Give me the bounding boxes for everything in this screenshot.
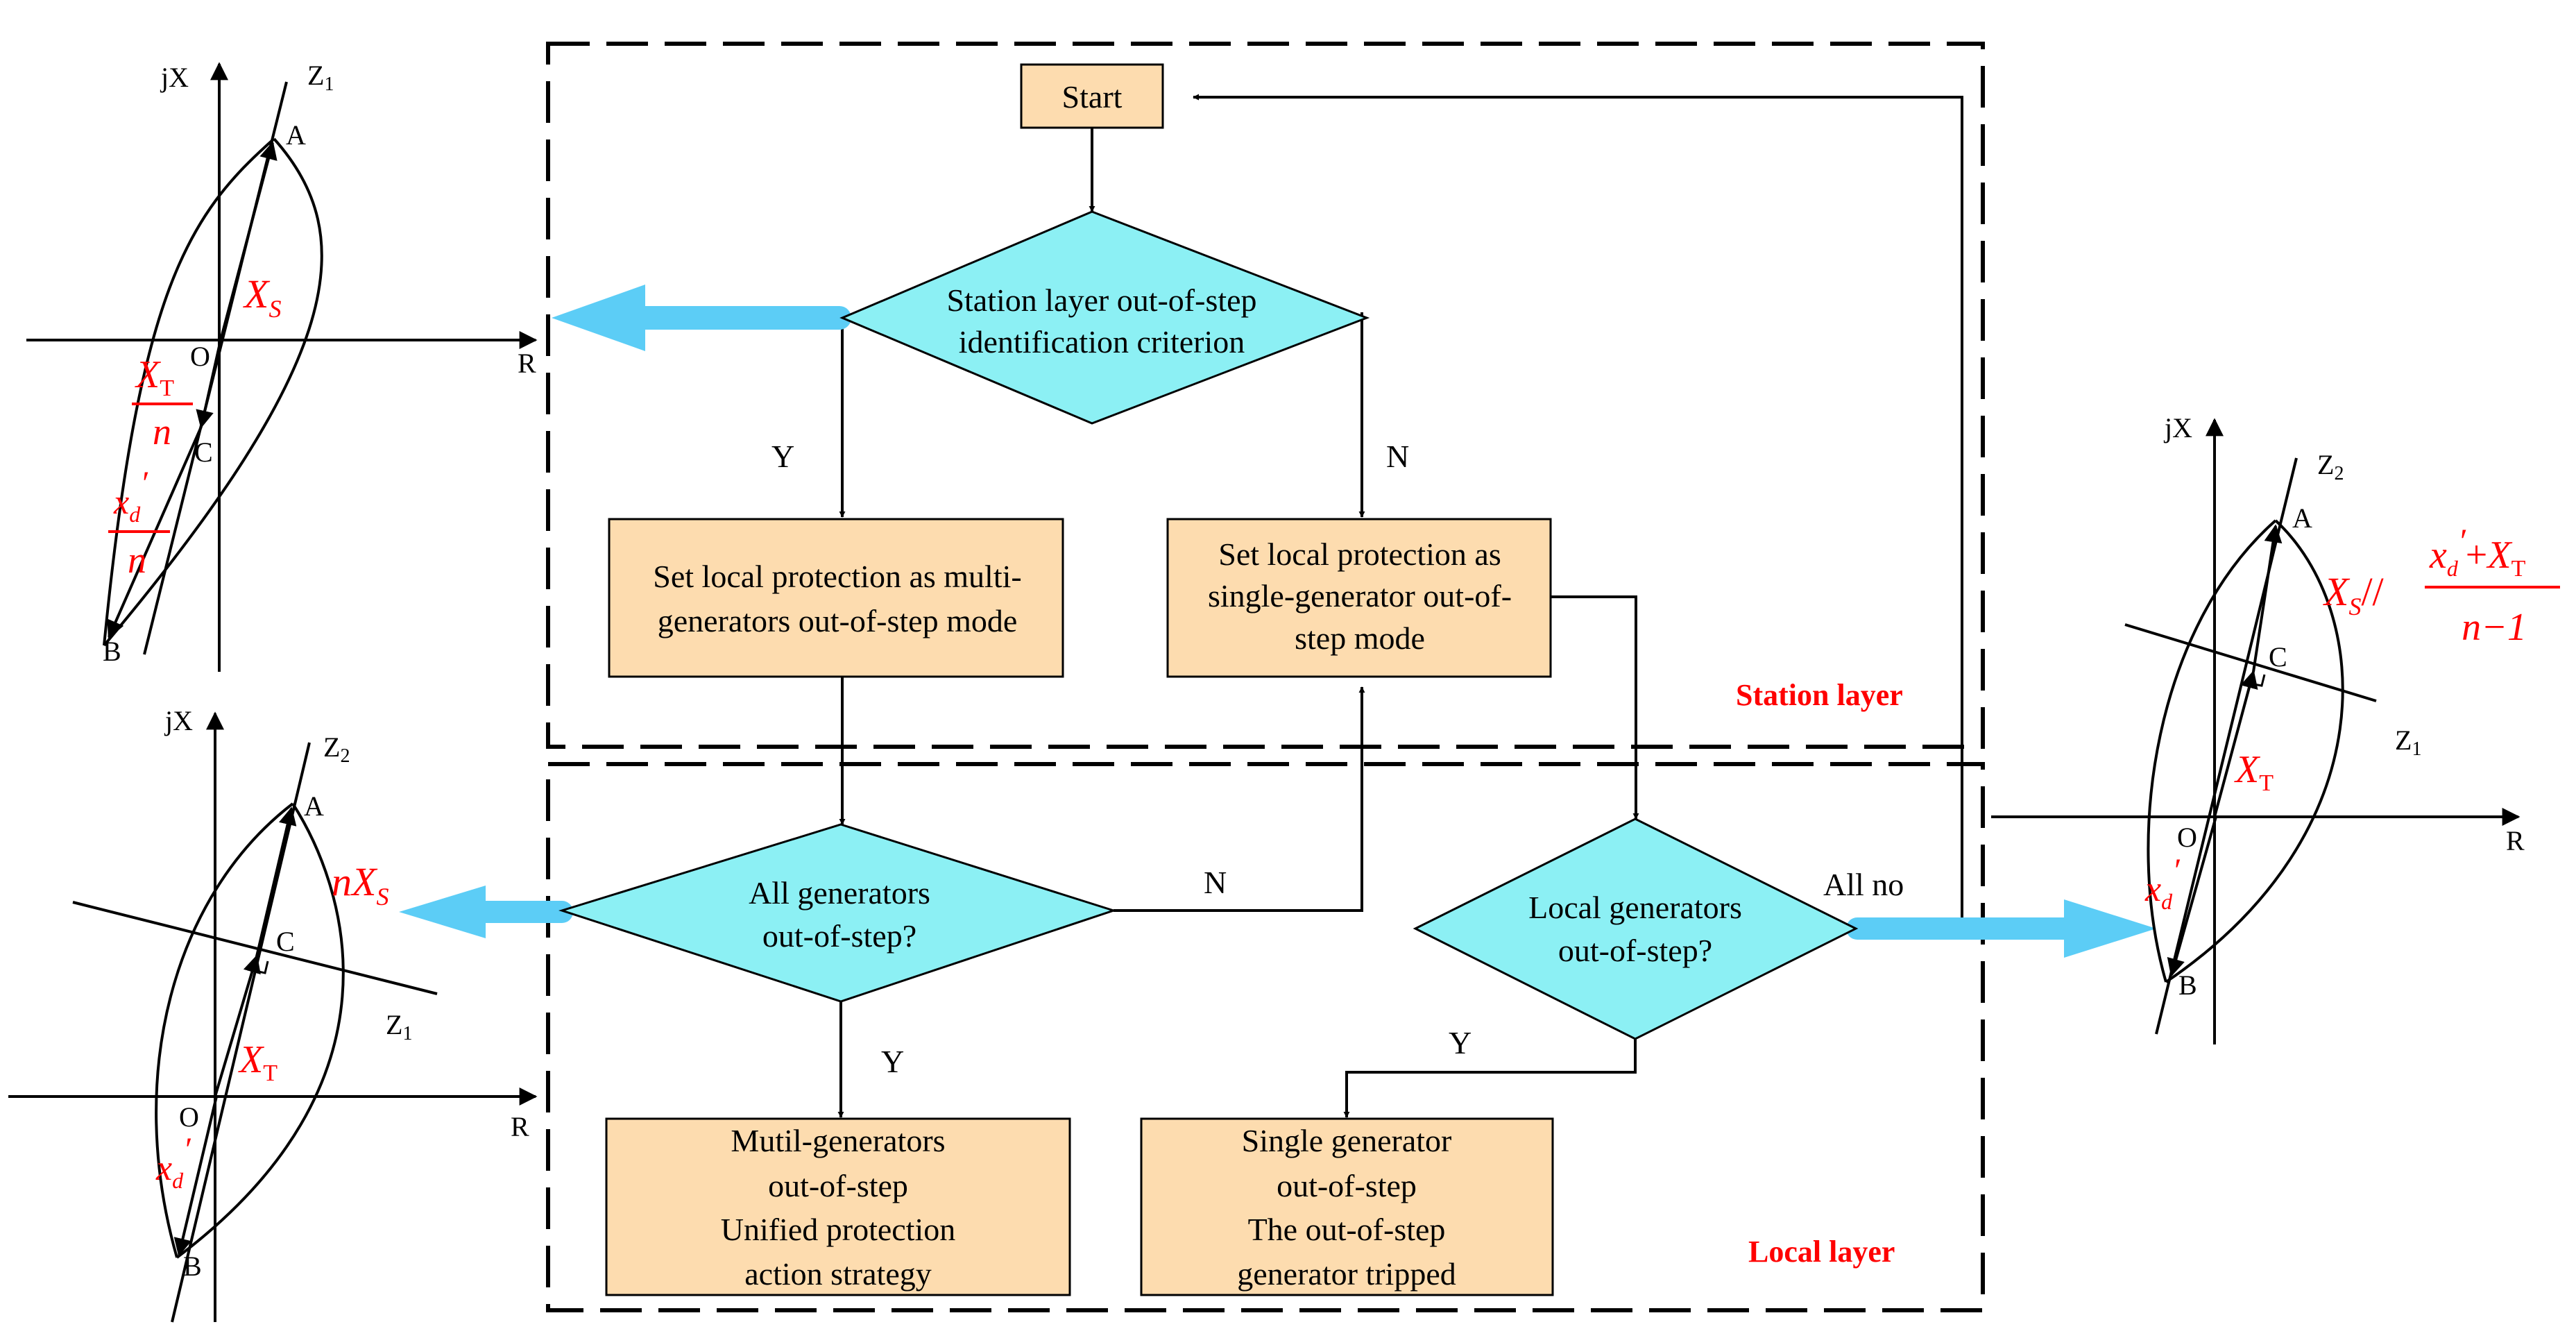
svg-text:Set local protection as: Set local protection as bbox=[1218, 536, 1501, 572]
svg-text:All generators: All generators bbox=[749, 875, 930, 911]
svg-text:Station layer out-of-step: Station layer out-of-step bbox=[946, 282, 1256, 318]
edge-label-y-station: Y bbox=[771, 439, 794, 474]
edge-label-y-all: Y bbox=[881, 1044, 904, 1079]
svg-text:B: B bbox=[103, 636, 121, 667]
svg-text:Local generators: Local generators bbox=[1528, 890, 1742, 925]
svg-text:XS//: XS// bbox=[2323, 569, 2385, 620]
svg-text:out-of-step?: out-of-step? bbox=[762, 918, 916, 954]
single-generator-trip-box: Single generator out-of-step The out-of-… bbox=[1140, 1117, 1554, 1296]
edge-label-n-station: N bbox=[1386, 439, 1409, 474]
svg-text:A: A bbox=[304, 790, 324, 822]
svg-text:Start: Start bbox=[1062, 79, 1123, 115]
svg-text:XS: XS bbox=[243, 271, 281, 323]
svg-text:n−1: n−1 bbox=[2462, 606, 2527, 649]
svg-text:n: n bbox=[153, 411, 171, 452]
svg-text:nXS: nXS bbox=[332, 859, 389, 911]
station-layer-label: Station layer bbox=[1736, 678, 1903, 712]
svg-text:action strategy: action strategy bbox=[744, 1256, 932, 1292]
svg-text:Z1: Z1 bbox=[307, 60, 334, 95]
single-generator-mode-box: Set local protection as single-generator… bbox=[1166, 518, 1552, 678]
edge-label-all-no: All no bbox=[1823, 867, 1904, 902]
svg-text:O: O bbox=[179, 1101, 199, 1133]
svg-text:C: C bbox=[2269, 641, 2287, 672]
svg-text:single-generator out-of-: single-generator out-of- bbox=[1208, 578, 1512, 613]
svg-text:xd′: xd′ bbox=[113, 465, 148, 527]
svg-text:n: n bbox=[128, 539, 146, 581]
svg-text:R: R bbox=[2506, 825, 2525, 856]
svg-text:A: A bbox=[2292, 502, 2312, 534]
svg-text:R: R bbox=[511, 1111, 529, 1142]
impedance-plot-equivalent: jX Z2 A C Z1 O B R XT xd′ XS// xd′+XT n−… bbox=[1991, 412, 2560, 1044]
svg-text:jX: jX bbox=[2163, 412, 2192, 443]
local-generators-decision: Local generators out-of-step? bbox=[1413, 818, 1859, 1040]
svg-text:jX: jX bbox=[160, 62, 189, 93]
svg-text:Single generator: Single generator bbox=[1242, 1123, 1452, 1158]
svg-text:XT: XT bbox=[238, 1038, 278, 1086]
svg-text:Z2: Z2 bbox=[2317, 449, 2344, 484]
svg-text:Z1: Z1 bbox=[2395, 725, 2421, 760]
svg-text:B: B bbox=[2178, 970, 2197, 1001]
svg-text:R: R bbox=[518, 348, 536, 379]
svg-text:XT: XT bbox=[135, 353, 174, 401]
svg-text:xd′: xd′ bbox=[155, 1131, 191, 1193]
svg-text:The out-of-step: The out-of-step bbox=[1248, 1212, 1446, 1247]
svg-text:Z1: Z1 bbox=[386, 1009, 412, 1044]
svg-text:out-of-step: out-of-step bbox=[1277, 1168, 1417, 1203]
multi-generator-strategy-box: Mutil-generators out-of-step Unified pro… bbox=[605, 1117, 1071, 1296]
svg-text:O: O bbox=[190, 341, 210, 372]
edge-label-n-all: N bbox=[1204, 865, 1227, 900]
svg-text:C: C bbox=[276, 926, 295, 957]
impedance-plot-local: jX Z2 A C Z1 O B R nXS XT xd′ bbox=[8, 705, 538, 1323]
station-layer-frame bbox=[546, 42, 1985, 749]
svg-text:xd′+XT: xd′+XT bbox=[2429, 521, 2526, 582]
svg-text:C: C bbox=[194, 437, 213, 468]
local-layer-frame bbox=[546, 762, 1985, 1312]
svg-text:Mutil-generators: Mutil-generators bbox=[731, 1123, 945, 1158]
svg-text:generators out-of-step mode: generators out-of-step mode bbox=[658, 603, 1018, 638]
svg-text:Set local protection as multi-: Set local protection as multi- bbox=[653, 559, 1021, 594]
svg-text:XT: XT bbox=[2234, 748, 2274, 796]
svg-text:out-of-step: out-of-step bbox=[768, 1168, 908, 1203]
svg-text:step mode: step mode bbox=[1295, 620, 1425, 656]
station-criterion-decision: Station layer out-of-step identification… bbox=[839, 210, 1370, 425]
svg-text:B: B bbox=[183, 1251, 202, 1282]
svg-text:A: A bbox=[286, 119, 306, 151]
svg-text:generator tripped: generator tripped bbox=[1237, 1256, 1456, 1292]
impedance-plot-station: jX Z1 A O C B R XS XT n xd′ n bbox=[26, 60, 538, 672]
svg-text:out-of-step?: out-of-step? bbox=[1558, 933, 1712, 968]
svg-text:jX: jX bbox=[164, 705, 193, 736]
blue-arrows bbox=[399, 285, 2156, 958]
svg-text:O: O bbox=[2177, 822, 2197, 853]
svg-text:Z2: Z2 bbox=[323, 731, 350, 767]
svg-text:identification criterion: identification criterion bbox=[959, 324, 1245, 359]
svg-text:Unified protection: Unified protection bbox=[721, 1212, 956, 1247]
svg-text:xd′: xd′ bbox=[2144, 852, 2181, 914]
edge-label-y-local: Y bbox=[1449, 1025, 1472, 1060]
local-layer-label: Local layer bbox=[1748, 1235, 1895, 1269]
multi-generator-mode-box: Set local protection as multi- generator… bbox=[608, 518, 1064, 678]
start-box: Start bbox=[1020, 63, 1164, 129]
all-generators-decision: All generators out-of-step? bbox=[558, 823, 1117, 1003]
